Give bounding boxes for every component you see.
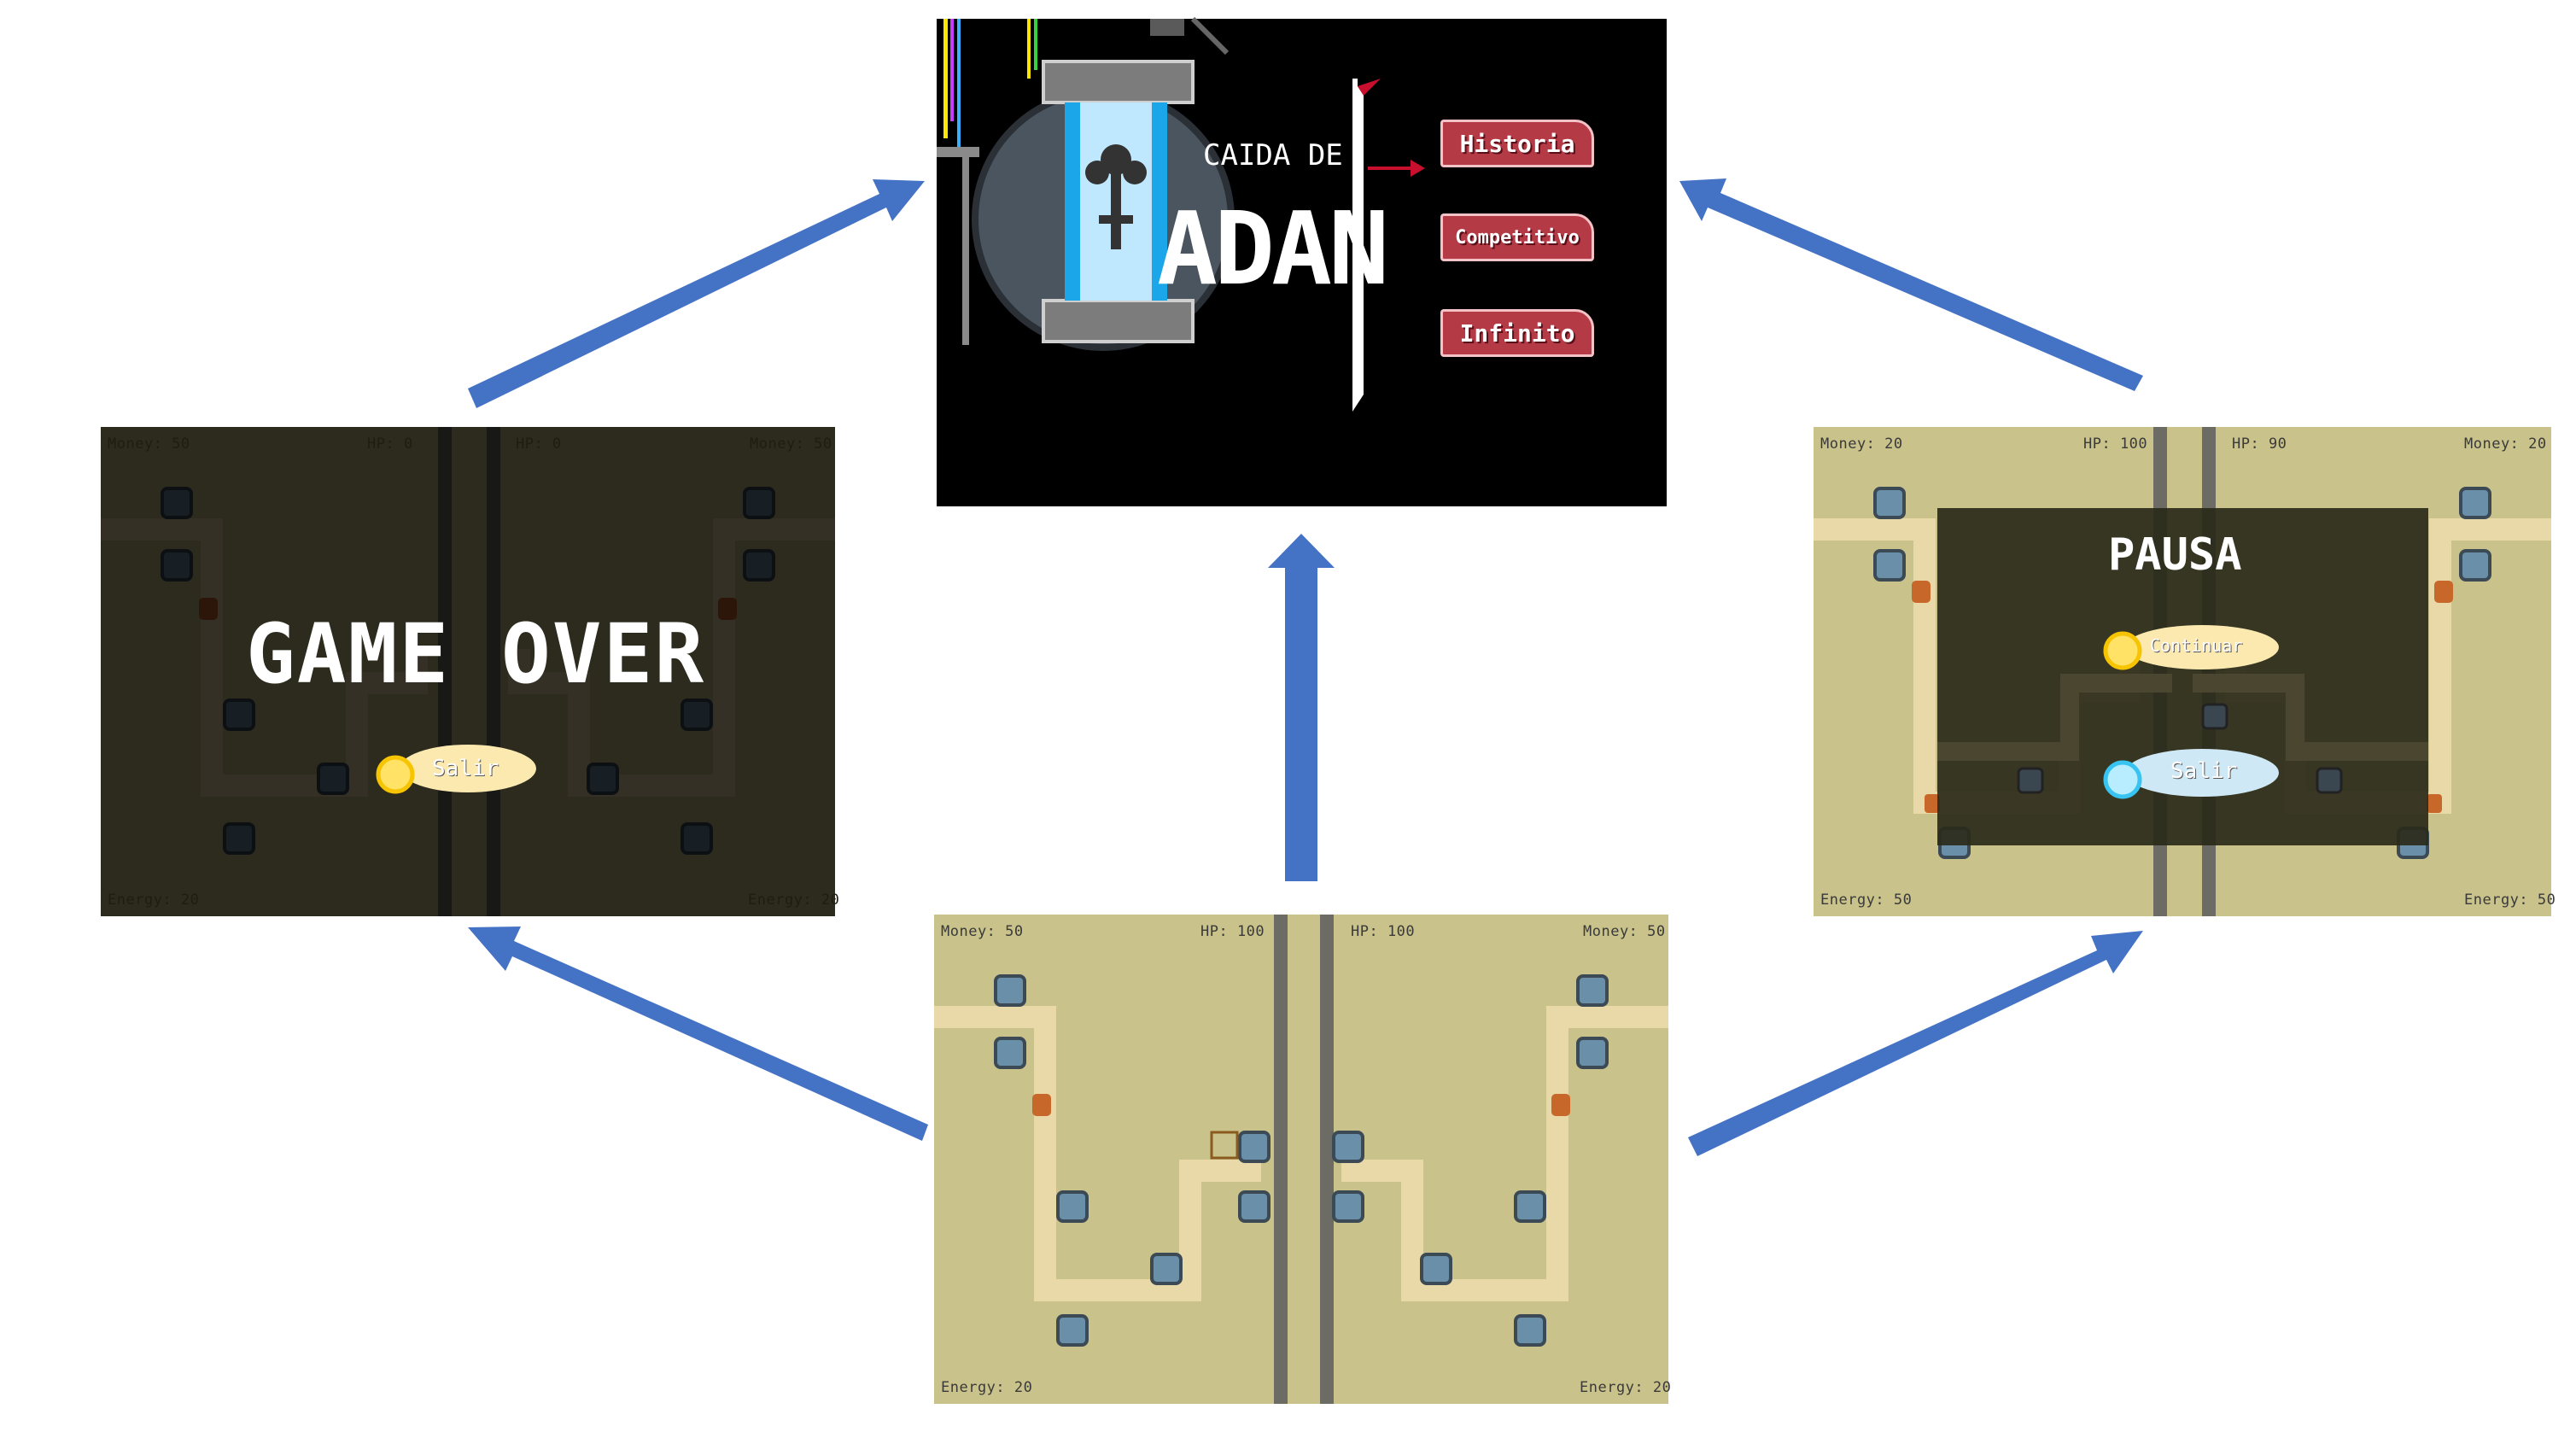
menu-button-infinito[interactable]: Infinito — [1440, 309, 1594, 357]
hud-money-right: Money: 50 — [750, 435, 832, 453]
pause-continue-button[interactable]: Continuar — [2150, 635, 2243, 656]
pause-title: PAUSA — [2108, 529, 2242, 581]
game-over-title: GAME OVER — [246, 606, 706, 702]
hud-hp-left: HP: 100 — [1200, 923, 1265, 940]
hud-money-left: Money: 20 — [1820, 435, 1903, 453]
arrow-gameplay-to-menu — [1268, 534, 1335, 881]
logo-small-text: CAIDA DE — [1203, 138, 1343, 172]
hud-energy-right: Energy: 20 — [1580, 1379, 1672, 1396]
arrow-gameover-to-menu — [468, 179, 925, 408]
arrow-gameplay-to-gameover — [468, 927, 928, 1141]
hud-energy-right: Energy: 50 — [2464, 891, 2556, 909]
creature-icon — [1085, 144, 1147, 249]
pause-board — [1814, 427, 2551, 916]
hud-money-right: Money: 50 — [1583, 923, 1666, 940]
arrow-gameplay-to-pause — [1688, 931, 2143, 1156]
hud-money-left: Money: 50 — [108, 435, 190, 453]
hud-money-right: Money: 20 — [2464, 435, 2547, 453]
hud-hp-left: HP: 0 — [367, 435, 413, 453]
hud-money-left: Money: 50 — [941, 923, 1024, 940]
hud-energy-left: Energy: 50 — [1820, 891, 1913, 909]
menu-button-competitivo[interactable]: Competitivo — [1440, 213, 1594, 261]
pause-exit-button[interactable]: Salir — [2170, 758, 2238, 784]
game-over-exit-button[interactable]: Salir — [432, 756, 499, 781]
hud-hp-right: HP: 90 — [2232, 435, 2287, 453]
pause-screen: Money: 20 HP: 100 HP: 90 Money: 20 Energ… — [1814, 427, 2556, 916]
hud-energy-left: Energy: 20 — [108, 891, 200, 909]
hud-energy-right: Energy: 20 — [748, 891, 840, 909]
hud-hp-right: HP: 0 — [516, 435, 562, 453]
gameplay-screen: Money: 50 HP: 100 HP: 100 Money: 50 Ener… — [934, 915, 1672, 1404]
main-menu-screen: CAIDA DE ADAN Historia Competitivo Infin… — [937, 16, 1667, 506]
hud-hp-right: HP: 100 — [1351, 923, 1416, 940]
game-over-screen: Money: 50 HP: 0 HP: 0 Money: 50 Energy: … — [101, 427, 839, 916]
arrow-pause-to-menu — [1679, 178, 2143, 391]
logo-big-text: ADAN — [1157, 190, 1389, 307]
game-over-board — [101, 427, 835, 916]
menu-artwork — [937, 16, 1425, 412]
placement-cursor — [1210, 1131, 1239, 1160]
menu-button-historia[interactable]: Historia — [1440, 120, 1594, 167]
hud-energy-left: Energy: 20 — [941, 1379, 1033, 1396]
hud-hp-left: HP: 100 — [2083, 435, 2148, 453]
gameplay-board — [934, 915, 1668, 1404]
